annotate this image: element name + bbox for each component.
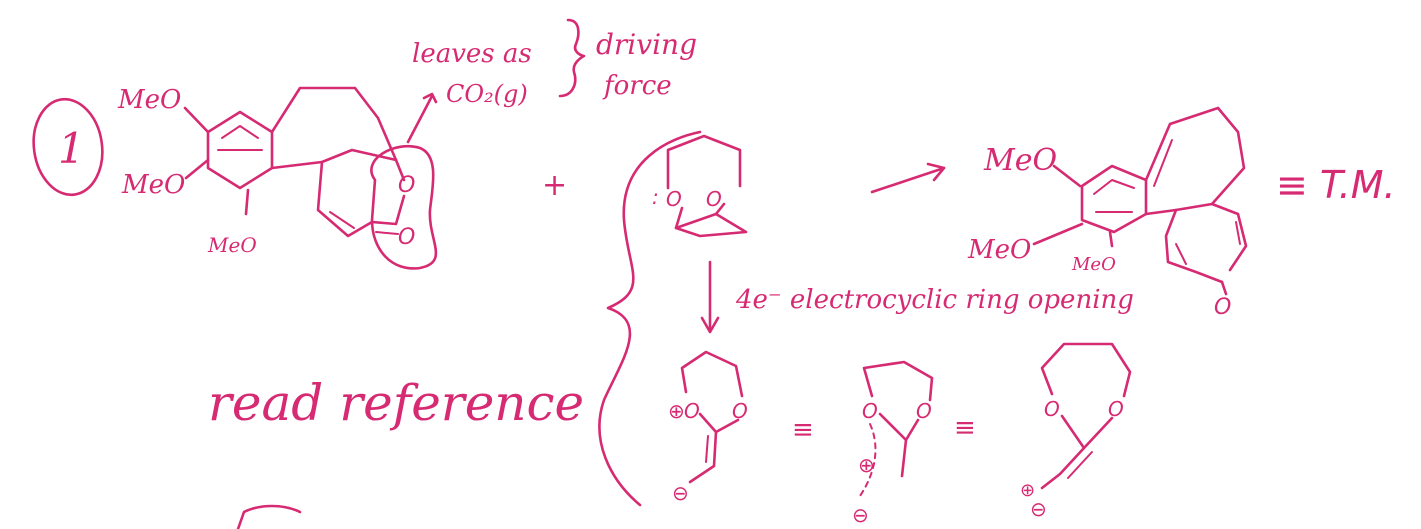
s1-plus: ⊕ bbox=[668, 399, 685, 423]
mechanism-step-label: 4e⁻ electrocyclic ring opening bbox=[735, 285, 1134, 315]
step-number: 1 bbox=[58, 124, 85, 173]
s3-o2: O bbox=[1108, 397, 1124, 421]
product-meo-top: MeO bbox=[983, 143, 1057, 178]
s3-minus: ⊖ bbox=[1030, 497, 1047, 521]
reagent-lone-pair: : bbox=[652, 185, 659, 209]
reactant-structure: MeO MeO MeO O O bbox=[117, 85, 438, 270]
product-meo-middle: MeO bbox=[967, 235, 1031, 265]
product-equals-tm: ≡ T.M. bbox=[1276, 163, 1396, 207]
s2-minus: ⊖ bbox=[852, 503, 869, 527]
annotation-driving: driving bbox=[596, 28, 697, 61]
equiv-1: ≡ bbox=[792, 415, 814, 445]
s3-o1: O bbox=[1044, 397, 1060, 421]
mechanism-structure-1: ⊕ O O ⊖ bbox=[668, 350, 748, 505]
s1-minus: ⊖ bbox=[672, 481, 689, 505]
reagent-o2: O bbox=[706, 187, 722, 211]
reagent-structure: O O : bbox=[652, 134, 748, 238]
reactant-lactone-o-top: O bbox=[398, 173, 415, 198]
annotation-force: force bbox=[602, 71, 672, 101]
mechanism-structure-3: O O ⊕ ⊖ bbox=[1020, 342, 1132, 521]
plus-sign: + bbox=[542, 168, 567, 203]
reagent-brace bbox=[598, 130, 702, 507]
co2-annotation: leaves as CO₂(g) driving force bbox=[406, 18, 697, 144]
note-read-reference: read reference bbox=[208, 374, 584, 432]
annotation-leaves-as: leaves as bbox=[412, 39, 532, 69]
reagent-o1: O bbox=[666, 187, 682, 211]
reactant-meo-top: MeO bbox=[117, 85, 181, 115]
product-carbonyl-o: O bbox=[1214, 295, 1231, 320]
reactant-meo-bottom: MeO bbox=[207, 233, 257, 257]
reactant-meo-middle: MeO bbox=[121, 170, 185, 200]
s3-plus: ⊕ bbox=[1020, 480, 1035, 501]
reaction-arrow bbox=[870, 166, 946, 194]
annotation-co2: CO₂(g) bbox=[446, 80, 528, 108]
step-number-circle: 1 bbox=[32, 97, 104, 197]
product-meo-bottom: MeO bbox=[1071, 254, 1116, 275]
equiv-2: ≡ bbox=[954, 413, 976, 443]
s1-o2: O bbox=[732, 399, 748, 423]
product-structure: MeO MeO MeO O ≡ T.M. bbox=[967, 106, 1396, 320]
s2-plus: ⊕ bbox=[858, 453, 875, 477]
s1-o1: O bbox=[684, 399, 700, 423]
reactant-lactone-o-bottom: O bbox=[398, 225, 415, 250]
s2-o1: O bbox=[862, 399, 878, 423]
mechanism-structure-2: O O ⊕ ⊖ bbox=[852, 360, 934, 527]
s2-o2: O bbox=[916, 399, 932, 423]
